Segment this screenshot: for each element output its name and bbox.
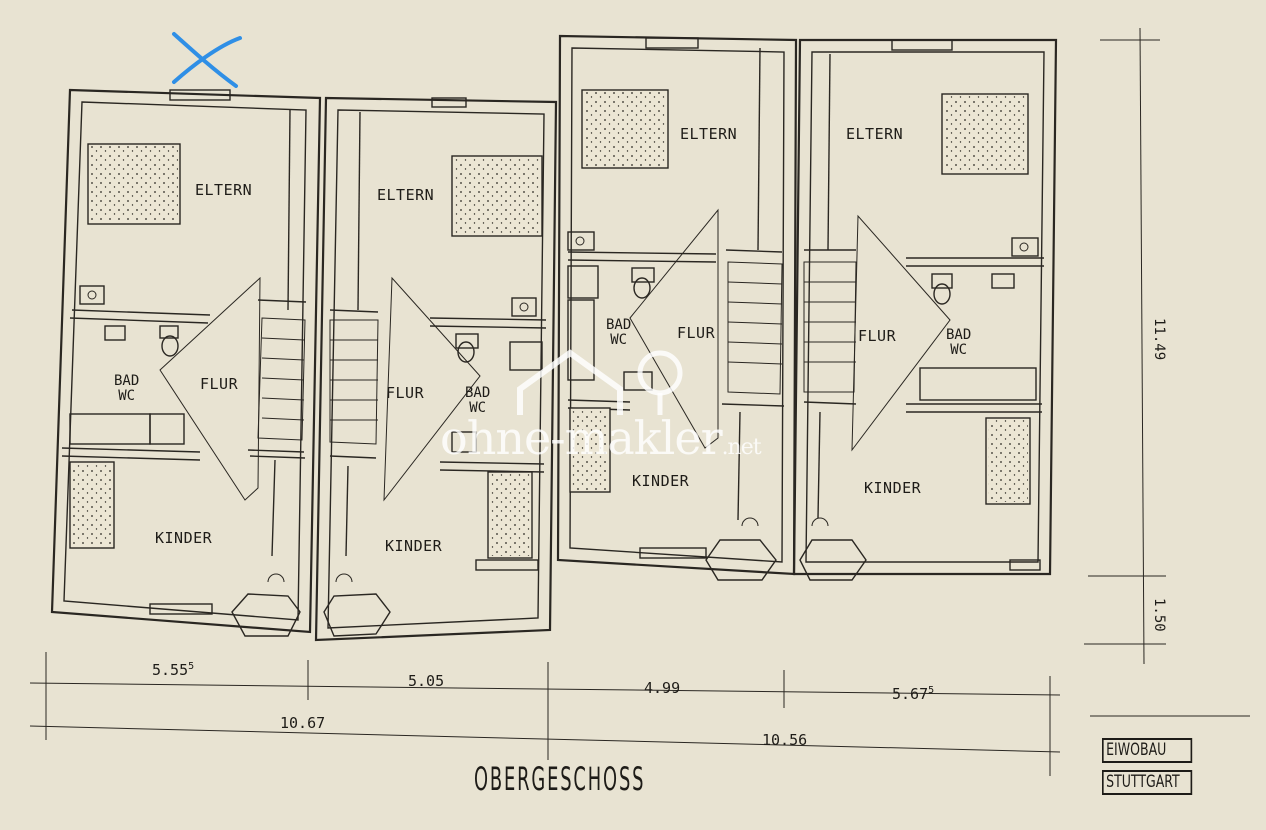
eiwobau-logo: EIWOBAU STUTTGART: [1098, 736, 1210, 802]
room-label-eltern-1: ELTERN: [195, 181, 253, 199]
room-label-flur-3: FLUR: [677, 324, 716, 342]
room-label-eltern-3: ELTERN: [680, 125, 738, 143]
unit-4-furniture: [941, 93, 1031, 505]
dimension-offset: 1.50: [1151, 598, 1167, 632]
watermark: ohne-makler.net: [440, 349, 762, 461]
room-label-bad-wc-2: BAD WC: [465, 386, 490, 415]
dimension-left-pair: 10.67: [280, 714, 326, 732]
room-label-kinder-2: KINDER: [385, 537, 443, 555]
room-label-flur-2: FLUR: [386, 384, 425, 402]
house-watermark-icon: [517, 349, 683, 415]
room-label-bad-2: BAD: [465, 385, 491, 401]
page-title: OBERGESCHOSS: [474, 760, 646, 798]
unit-3-walls: [556, 34, 798, 581]
dimension-unit-1-sup: 5: [188, 661, 195, 672]
unit-1-furniture: [69, 143, 181, 549]
room-label-kinder-3: KINDER: [632, 472, 690, 490]
dimension-right-pair: 10.56: [762, 731, 808, 749]
room-label-bad-wc-4: BAD WC: [946, 328, 971, 357]
room-label-flur-1: FLUR: [200, 375, 239, 393]
unit-1-walls: [50, 88, 322, 637]
room-label-bad-wc-3: BAD WC: [606, 318, 631, 347]
unit-2-furniture: [451, 155, 543, 559]
unit-3-furniture: [569, 89, 669, 493]
dimension-depth: 11.49: [1151, 318, 1167, 361]
dimension-unit-1: 5.555: [152, 662, 194, 678]
logo-line-1: EIWOBAU: [1102, 738, 1193, 763]
room-label-flur-4: FLUR: [858, 327, 897, 345]
dimension-unit-4: 5.675: [892, 686, 934, 702]
room-label-bad-wc-1: BAD WC: [114, 374, 139, 403]
dimension-unit-4-sup: 5: [928, 685, 935, 696]
room-label-wc-3: WC: [610, 331, 628, 348]
unit-4-walls: [792, 38, 1058, 581]
dimension-unit-1-value: 5.55: [152, 661, 189, 679]
unit-2-walls: [314, 96, 558, 642]
cross-mark-annotation: [172, 32, 242, 88]
room-label-kinder-1: KINDER: [155, 529, 213, 547]
logo-line-2: STUTTGART: [1102, 770, 1193, 795]
dimension-lines: [29, 27, 1250, 776]
room-label-wc-2: WC: [469, 399, 487, 416]
room-label-wc-4: WC: [950, 341, 968, 358]
watermark-main-text: ohne-makler: [440, 411, 723, 465]
room-label-eltern-4: ELTERN: [846, 125, 904, 143]
room-label-bad-3: BAD: [606, 317, 632, 333]
dimension-unit-2: 5.05: [408, 672, 445, 690]
watermark-suffix-text: .net: [721, 435, 762, 460]
dimension-unit-3: 4.99: [644, 679, 681, 697]
room-label-bad-4: BAD: [946, 327, 972, 343]
room-label-eltern-2: ELTERN: [377, 186, 435, 204]
room-label-kinder-4: KINDER: [864, 479, 922, 497]
dimension-unit-4-value: 5.67: [892, 685, 929, 703]
room-label-wc-1: WC: [118, 387, 136, 404]
room-label-bad-1: BAD: [114, 373, 140, 389]
